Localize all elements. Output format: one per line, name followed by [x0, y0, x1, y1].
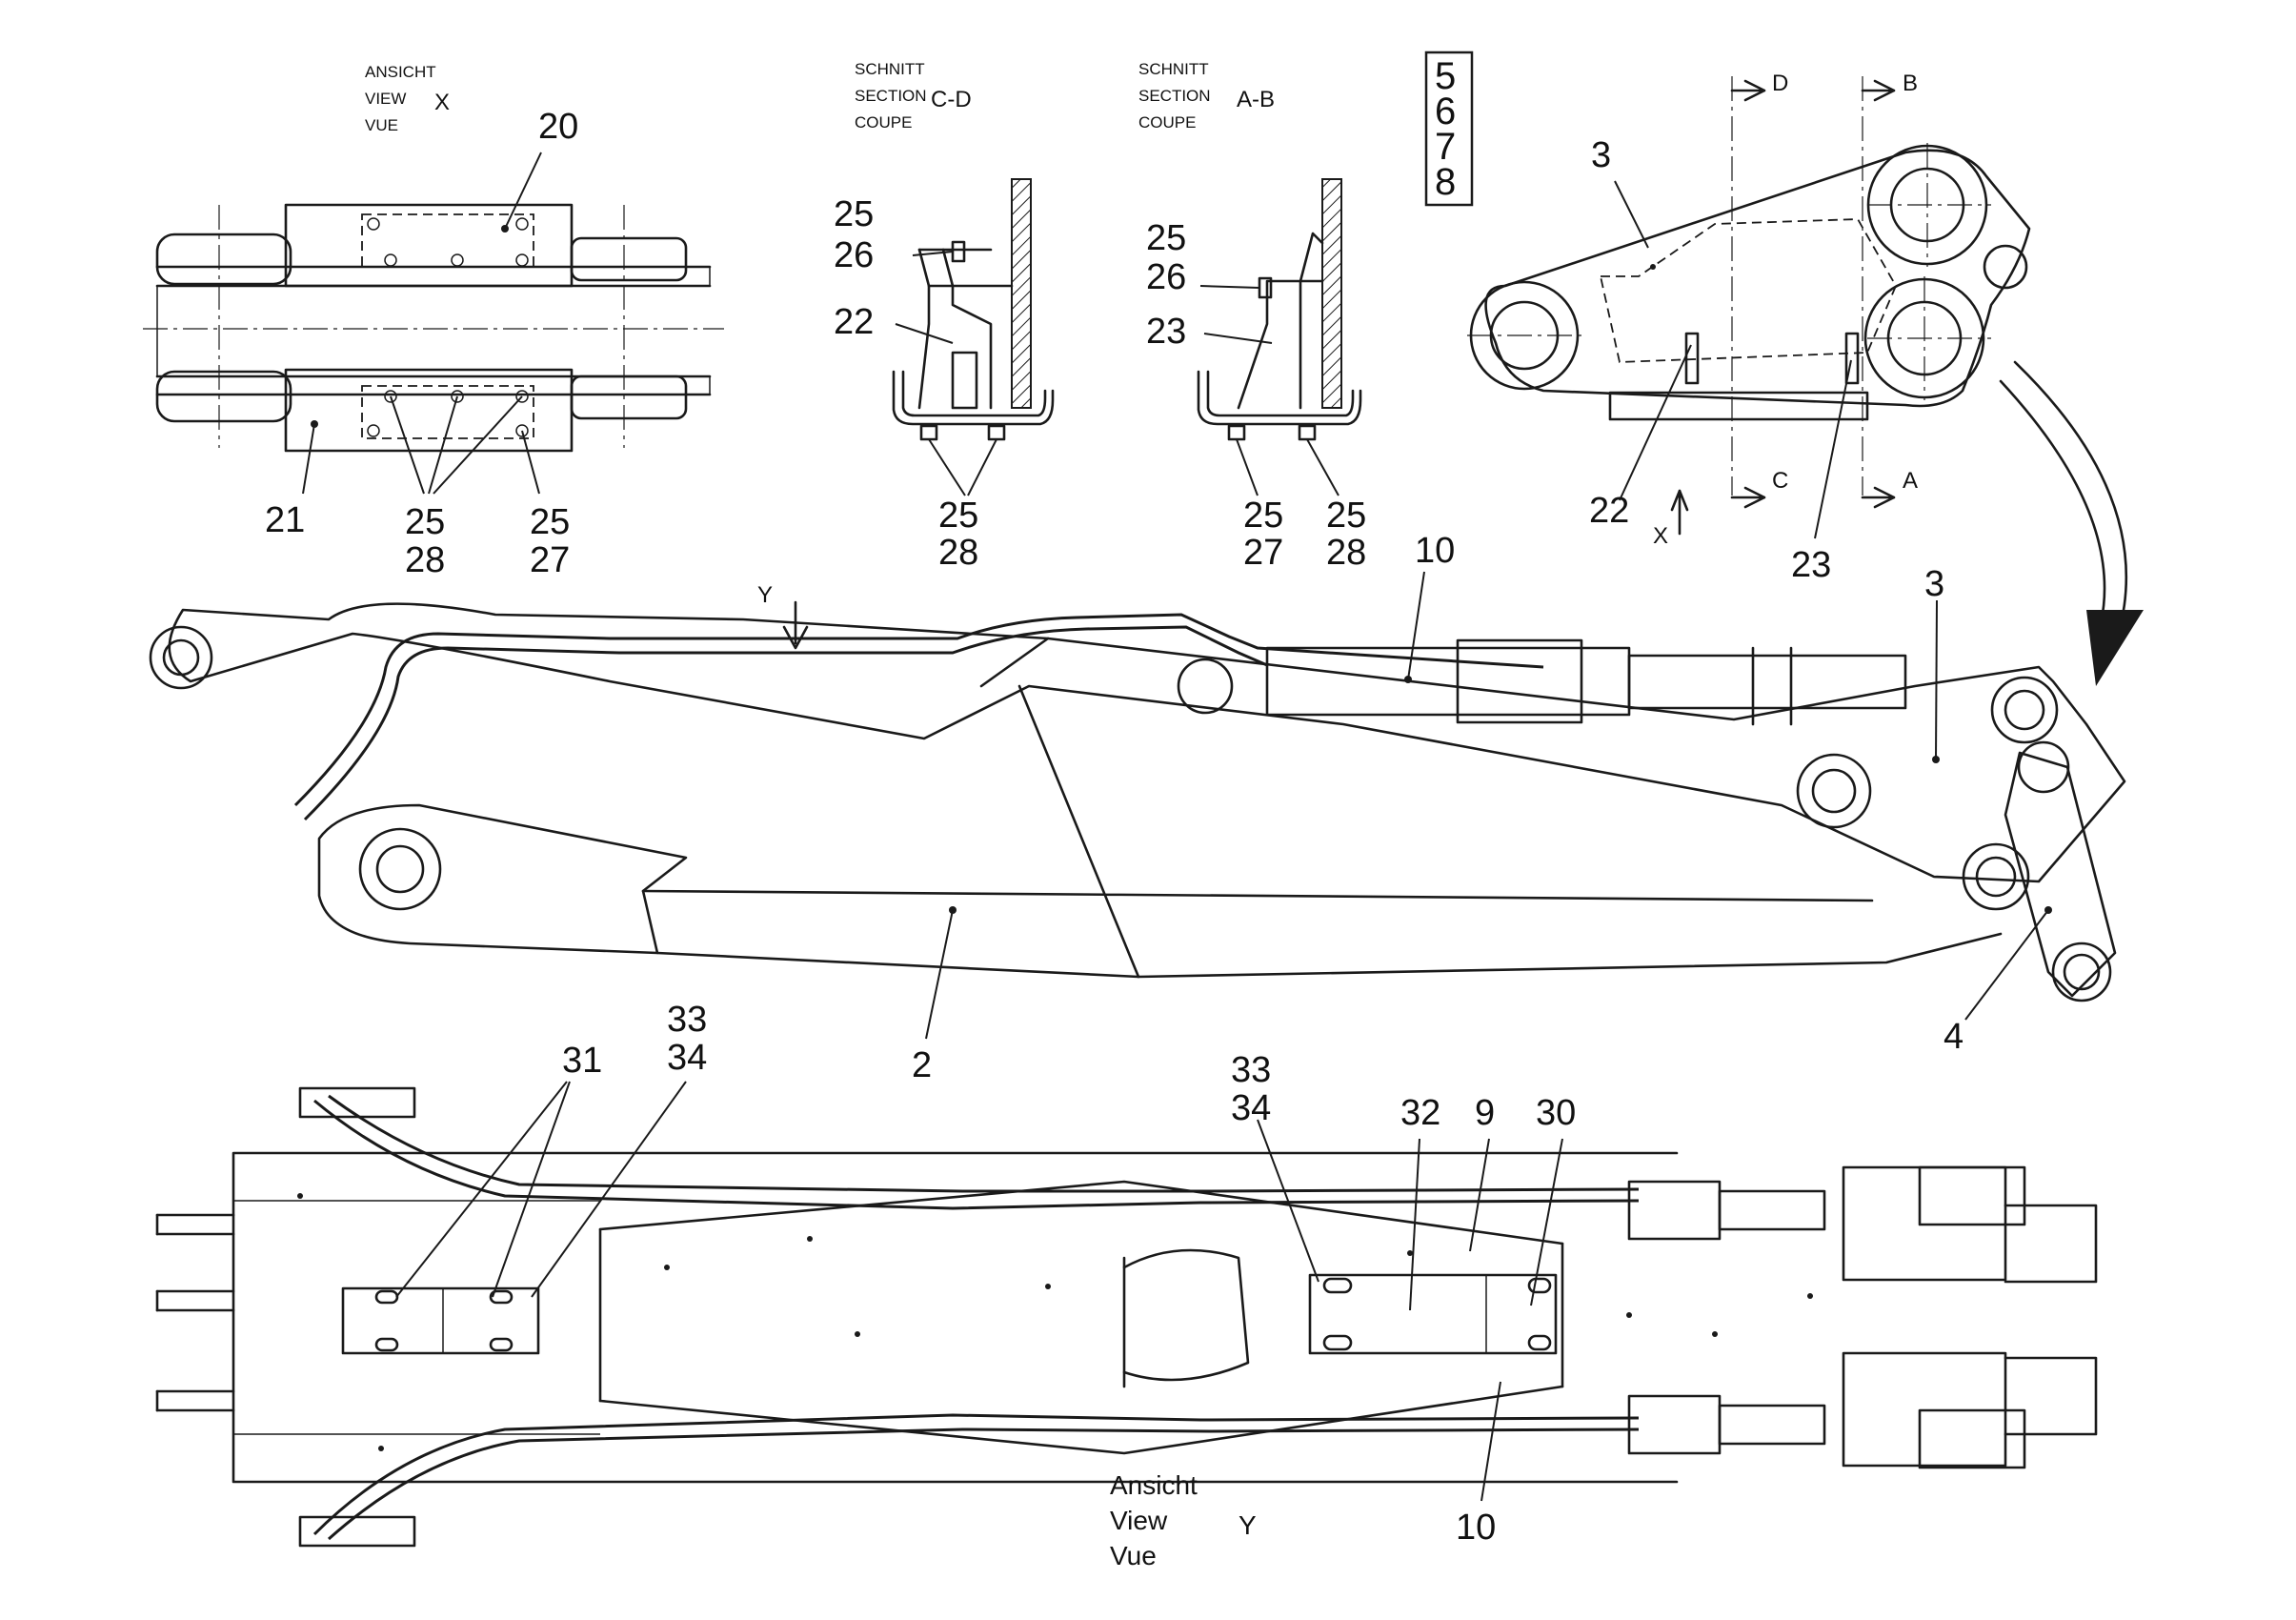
callout-26-c: 26 [834, 235, 874, 275]
hatched-wall-cd [1011, 178, 1032, 409]
callout-3-side: 3 [1924, 564, 1944, 604]
callout-25-f: 25 [1243, 496, 1283, 536]
section-ab-label-de: SCHNITT [1138, 60, 1209, 78]
view-x-label-en: VIEW [365, 90, 406, 108]
section-ab-label-en: SECTION [1138, 87, 1211, 105]
view-y-label-en: View [1110, 1506, 1168, 1535]
callout-25-e: 25 [1146, 218, 1186, 258]
callout-28-a: 28 [405, 540, 445, 580]
plate-21 [284, 368, 574, 453]
callout-26-e: 26 [1146, 257, 1186, 297]
page-box-6: 6 [1435, 91, 1456, 132]
plate-20 [284, 203, 574, 288]
bracket-detail: D B C A X 3 22 23 [1467, 71, 2144, 686]
view-y-label-de: Ansicht [1110, 1470, 1198, 1500]
cut-label-b: B [1903, 71, 1918, 96]
callout-22-top: 22 [1589, 491, 1629, 531]
section-ab-letter: A-B [1237, 87, 1275, 112]
callout-25-c: 25 [834, 194, 874, 234]
cut-label-y: Y [757, 582, 773, 608]
callout-27-b: 27 [530, 540, 570, 580]
section-cd-label-de: SCHNITT [855, 60, 925, 78]
callout-34-a: 34 [667, 1038, 707, 1078]
callout-23-top: 23 [1791, 545, 1831, 585]
callout-3-top: 3 [1591, 135, 1611, 175]
callout-10-bottom: 10 [1456, 1508, 1496, 1548]
page-number-box: 5 6 7 8 [1424, 51, 1474, 207]
page-box-7: 7 [1435, 126, 1456, 168]
callout-25-d: 25 [938, 496, 978, 536]
callout-25-a: 25 [405, 502, 445, 542]
view-x-label-fr: VUE [365, 116, 398, 134]
section-cd-label-en: SECTION [855, 87, 927, 105]
callout-25-g: 25 [1326, 496, 1366, 536]
callout-27-f: 27 [1243, 533, 1283, 573]
section-cd-label-fr: COUPE [855, 113, 912, 132]
callout-2: 2 [912, 1045, 932, 1085]
view-y-label-fr: Vue [1110, 1541, 1157, 1570]
cut-label-d: D [1772, 71, 1788, 96]
hatched-wall-ab [1321, 178, 1342, 409]
section-c-d-detail: SCHNITT SECTION COUPE C-D 25 26 22 25 28 [834, 60, 1055, 573]
callout-31: 31 [562, 1041, 602, 1081]
callout-33-b: 33 [1231, 1050, 1271, 1090]
view-x-label-de: ANSICHT [365, 63, 436, 81]
callout-22-c: 22 [834, 302, 874, 342]
view-y-plan: 31 33 34 33 34 32 9 30 10 Ansicht View V… [155, 1000, 2098, 1570]
section-ab-label-fr: COUPE [1138, 113, 1196, 132]
view-y-letter: Y [1239, 1510, 1257, 1540]
callout-33-a: 33 [667, 1000, 707, 1040]
callout-9: 9 [1475, 1093, 1495, 1133]
callout-20: 20 [538, 107, 578, 147]
callout-28-g: 28 [1326, 533, 1366, 573]
section-cd-letter: C-D [931, 87, 972, 112]
view-x-letter: X [434, 90, 450, 115]
callout-32: 32 [1400, 1093, 1440, 1133]
page-box-5: 5 [1435, 55, 1456, 97]
callout-34-b: 34 [1231, 1088, 1271, 1128]
callout-23-e: 23 [1146, 312, 1186, 352]
callout-28-d: 28 [938, 533, 978, 573]
callout-4: 4 [1944, 1017, 1964, 1057]
section-a-b-detail: SCHNITT SECTION COUPE A-B 25 26 23 25 27… [1138, 60, 1366, 573]
cut-label-x: X [1653, 523, 1668, 549]
callout-21: 21 [265, 500, 305, 540]
cut-label-a: A [1903, 468, 1918, 494]
view-x-detail: ANSICHT VIEW VUE X 20 21 25 28 25 27 [143, 63, 724, 580]
cut-label-c: C [1772, 468, 1788, 494]
page-box-8: 8 [1435, 161, 1456, 203]
callout-10-top: 10 [1415, 531, 1455, 571]
boom-side-view: Y 10 3 2 4 [149, 531, 2126, 1085]
callout-25-b: 25 [530, 502, 570, 542]
callout-30: 30 [1536, 1093, 1576, 1133]
